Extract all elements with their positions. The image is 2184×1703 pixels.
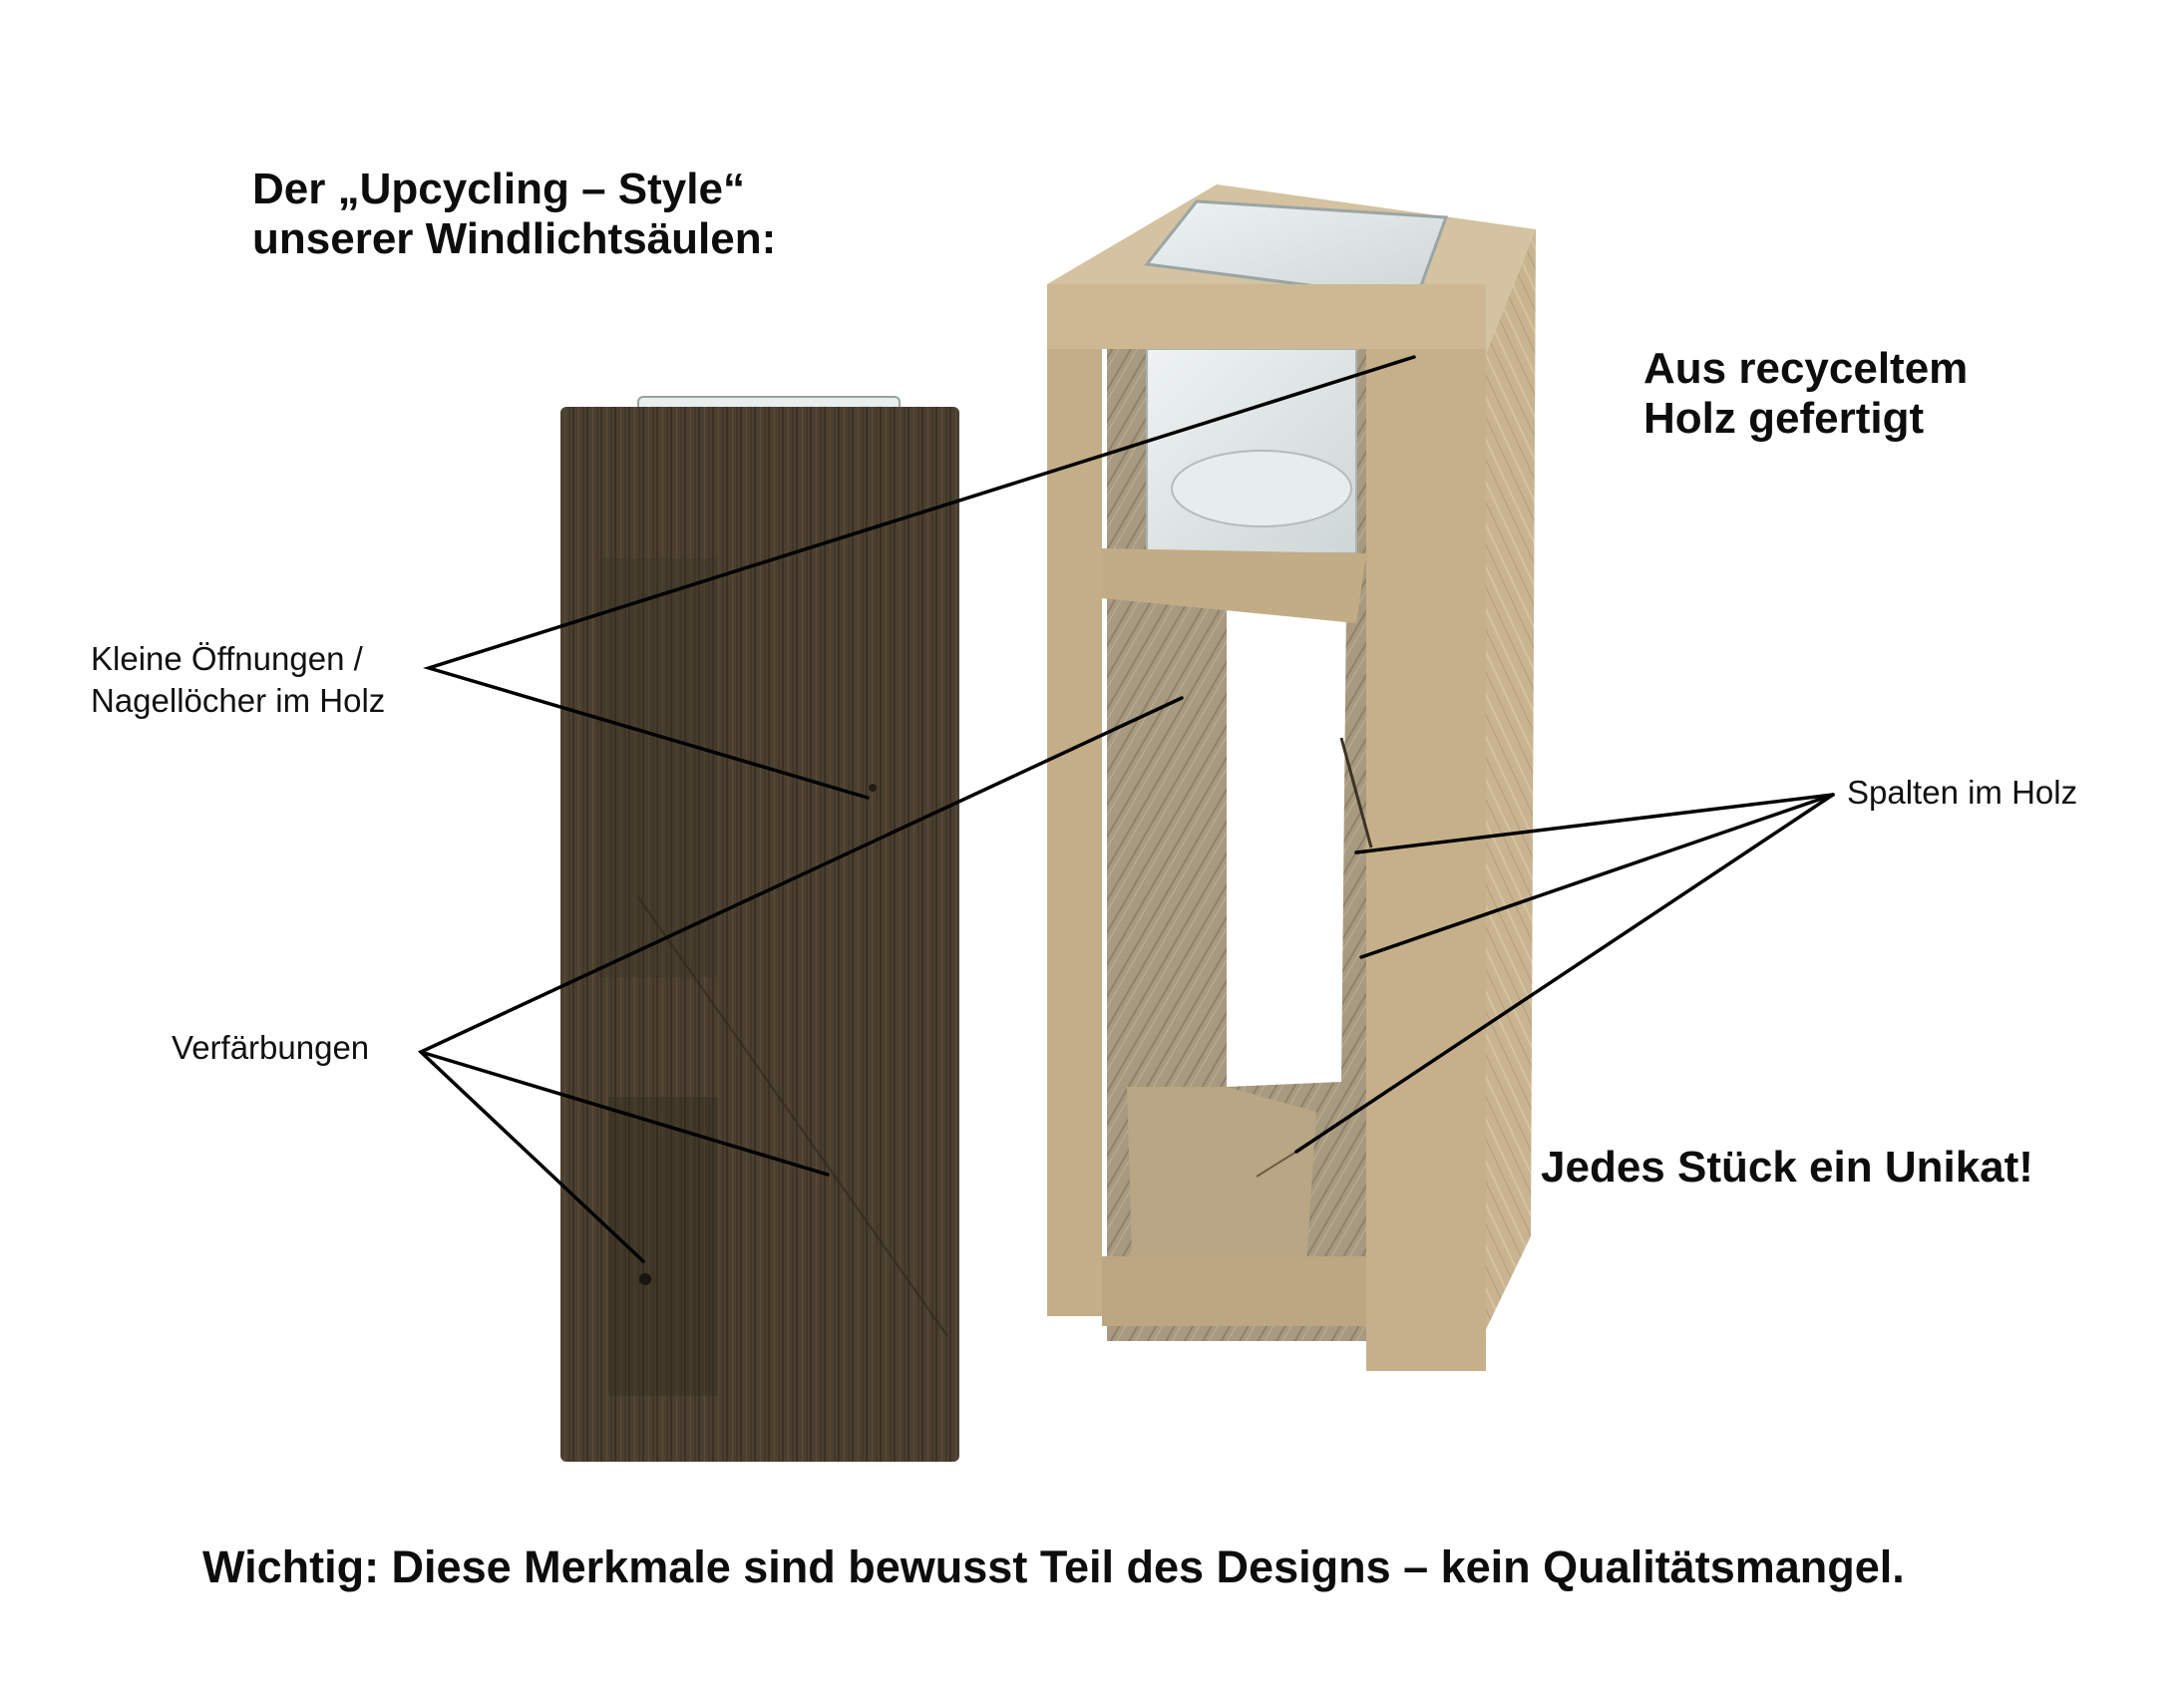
holes-line-2: Nagellöcher im Holz [91,682,386,719]
callout-lines [417,355,1835,1263]
recycled-line-2: Holz gefertigt [1643,394,1925,443]
page-title: Der „Upcycling – Style“ unserer Windlich… [252,165,776,264]
callout-label-discoloration: Verfärbungen [172,1029,370,1066]
wood-crack [1339,737,1373,849]
nail-hole [639,1273,651,1285]
title-line-2: unserer Windlichtsäulen: [252,214,777,263]
light-wood-frame [1047,184,1536,1371]
callout-line-holes [423,355,1416,800]
callout-line-crack-1 [1354,793,1835,854]
title-line-1: Der „Upcycling – Style“ [252,165,745,213]
callout-line-crack-2 [1294,793,1835,1154]
nail-hole [869,784,877,792]
callout-label-holes: Kleine Öffnungen / Nagellöcher im Holz [91,638,385,722]
callout-line-crack-3 [1359,793,1835,959]
dark-wood-column [560,396,959,1462]
callout-label-cracks: Spalten im Holz [1847,774,2078,811]
recycled-line-1: Aus recyceltem [1643,344,1969,393]
unique-piece-heading: Jedes Stück ein Unikat! [1541,1143,2033,1192]
footer-note: Wichtig: Diese Merkmale sind bewusst Tei… [202,1541,1905,1592]
holes-line-1: Kleine Öffnungen / [91,640,363,677]
callout-line-discoloration-2 [419,1050,830,1177]
recycled-wood-heading: Aus recyceltem Holz gefertigt [1643,344,1968,444]
